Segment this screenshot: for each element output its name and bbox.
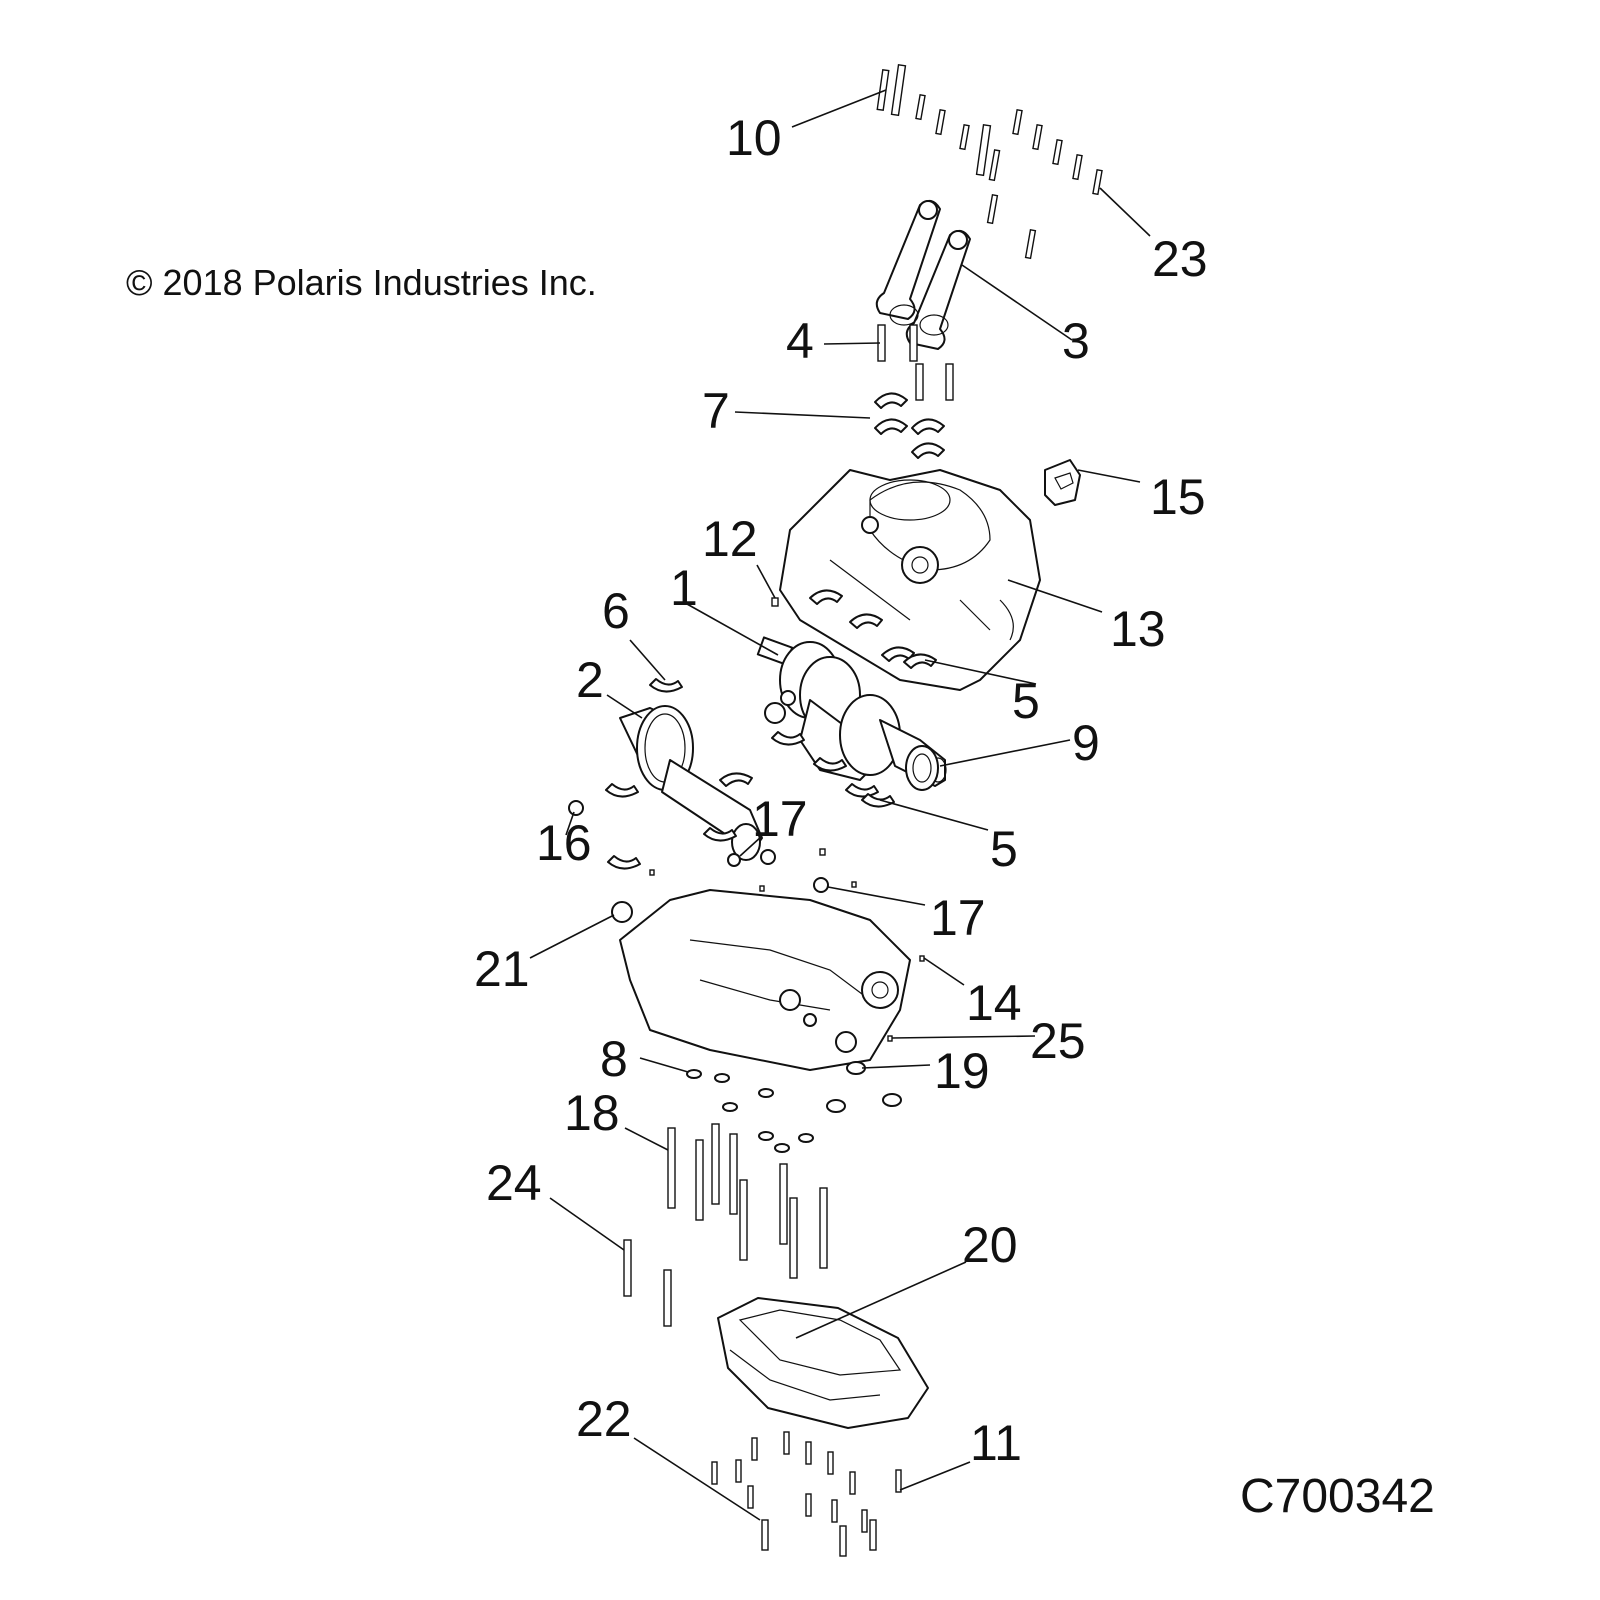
- bolt-seals-19: [826, 1061, 902, 1113]
- callout-8: 8: [600, 1031, 628, 1087]
- oil-pan-bolts: [711, 1431, 902, 1557]
- callout-25: 25: [1030, 1013, 1086, 1069]
- oil-pan: [717, 1297, 929, 1429]
- callout-7: 7: [702, 383, 730, 439]
- callout-23: 23: [1152, 231, 1208, 287]
- callout-19: 19: [934, 1043, 990, 1099]
- crankcase-bolts-18: [667, 1123, 828, 1279]
- balance-shaft-bearing-6: [649, 678, 683, 693]
- cylinder-bolts-group: [876, 64, 1103, 260]
- callout-18: 18: [564, 1085, 620, 1141]
- dowels-17: [649, 848, 857, 893]
- callout-4: 4: [786, 313, 814, 369]
- copyright-text: © 2018 Polaris Industries Inc.: [126, 262, 597, 303]
- callout-6: 6: [602, 583, 630, 639]
- callout-5-lower: 5: [990, 821, 1018, 877]
- callout-13: 13: [1110, 601, 1166, 657]
- callout-1: 1: [670, 560, 698, 616]
- callout-22: 22: [576, 1391, 632, 1447]
- callout-9: 9: [1072, 715, 1100, 771]
- plug-16: [568, 800, 584, 816]
- callout-11: 11: [970, 1415, 1022, 1471]
- leader-lines: [529, 89, 1151, 1521]
- callout-labels: 1 2 3 4 5 5 6 7 8 9 10 11 12 13 14 15 16…: [474, 110, 1208, 1471]
- main-bearings-upper: [809, 589, 937, 669]
- washers-8: [686, 1069, 814, 1153]
- callout-17-upper: 17: [752, 791, 808, 847]
- callout-21: 21: [474, 941, 530, 997]
- balance-shaft-bearings: [605, 772, 753, 870]
- upper-crankcase: [779, 469, 1041, 691]
- callout-14: 14: [966, 975, 1022, 1031]
- rod-bearings: [874, 392, 945, 459]
- pin-25: [887, 1035, 893, 1042]
- bracket-part-15: [1044, 459, 1081, 506]
- oil-jet-12: [771, 597, 779, 607]
- pin-14: [919, 955, 925, 962]
- bolts-24: [623, 1239, 672, 1327]
- callout-3: 3: [1062, 313, 1090, 369]
- callout-16: 16: [536, 815, 592, 871]
- callout-24: 24: [486, 1155, 542, 1211]
- callout-2: 2: [576, 652, 604, 708]
- oil-seal-9: [905, 745, 939, 791]
- figure-id: C700342: [1240, 1470, 1435, 1523]
- main-bearings-lower: [771, 731, 895, 808]
- callout-10: 10: [726, 110, 782, 166]
- callout-5-upper: 5: [1012, 673, 1040, 729]
- rod-bolts: [877, 324, 954, 401]
- plug-21: [611, 901, 633, 923]
- connecting-rods: [875, 199, 971, 350]
- callout-12: 12: [702, 511, 758, 567]
- callout-17-lower: 17: [930, 890, 986, 946]
- balance-shaft: [619, 705, 763, 861]
- lower-crankcase: [619, 889, 911, 1071]
- callout-20: 20: [962, 1217, 1018, 1273]
- callout-15: 15: [1150, 469, 1206, 525]
